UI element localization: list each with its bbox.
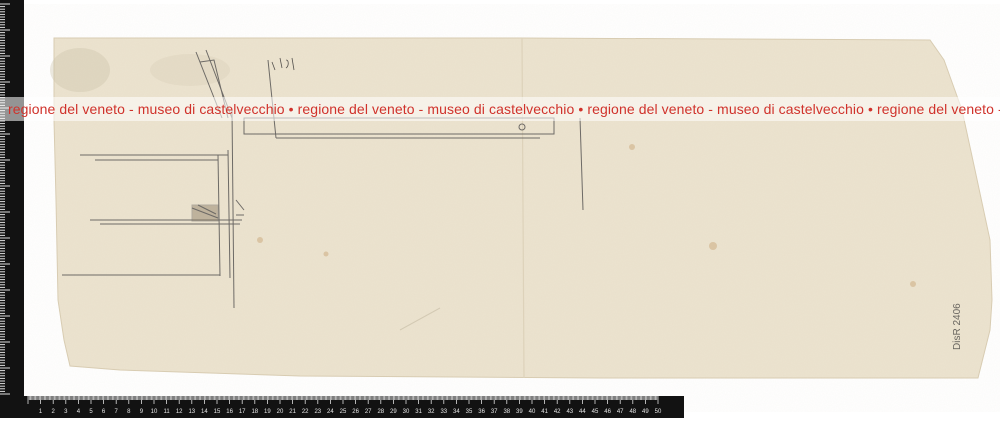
ruler-tick-label: 31 [415,409,422,415]
ruler-tick-label: 47 [617,409,624,415]
ruler-tick-label: 38 [503,409,510,415]
ruler-tick-label: 43 [566,409,573,415]
ruler-tick-label: 18 [251,409,258,415]
ruler-tick-label: 8 [127,409,131,415]
ruler-tick-label: 15 [214,409,221,415]
ruler-tick-label: 9 [140,409,144,415]
ruler-tick-label: 49 [642,409,649,415]
handwritten-note [271,57,295,71]
ruler-tick-label: 28 [377,409,384,415]
ruler-tick-label: 25 [340,409,347,415]
ruler-tick-label: 44 [579,409,586,415]
fold-line [521,37,525,379]
ruler-tick-label: 41 [541,409,548,415]
ruler-tick-label: 36 [478,409,485,415]
ruler-tick-label: 29 [390,409,397,415]
ruler-tick-label: 14 [201,409,208,415]
ruler-tick-label: 7 [115,409,119,415]
ruler-tick-label: 35 [466,409,473,415]
ruler-tick-label: 27 [365,409,372,415]
ruler-tick-label: 45 [592,409,599,415]
ruler-tick-label: 19 [264,409,271,415]
ruler-tick-label: 39 [516,409,523,415]
ruler-tick-label: 46 [604,409,611,415]
ruler-tick-label: 26 [352,409,359,415]
ruler-tick-label: 3 [64,409,68,415]
ruler-tick-label: 30 [403,409,410,415]
ruler-tick-label: 20 [277,409,284,415]
ruler-tick-label: 2 [52,409,56,415]
ruler-tick-label: 24 [327,409,334,415]
ruler-tick-label: 21 [289,409,296,415]
ruler-tick-label: 34 [453,409,460,415]
ruler-tick-label: 6 [102,409,106,415]
ruler-tick-label: 5 [89,409,93,415]
pencil-sketch [62,49,584,309]
left-measuring-ruler [0,0,24,418]
ruler-tick-label: 42 [554,409,561,415]
watermark-text: regione del veneto - museo di castelvecc… [8,101,1000,117]
watermark-banner: regione del veneto - museo di castelvecc… [0,97,1000,121]
ruler-tick-label: 12 [176,409,183,415]
ruler-tick-label: 4 [77,409,81,415]
ruler-tick-label: 50 [655,409,662,415]
ruler-tick-label: 13 [188,409,195,415]
inventory-mark: DisR 2406 [952,303,963,350]
ruler-tick-label: 33 [440,409,447,415]
ruler-tick-label: 37 [491,409,498,415]
ruler-tick-label: 11 [163,409,170,415]
ruler-tick-label: 32 [428,409,435,415]
ruler-tick-label: 40 [529,409,536,415]
ruler-tick-label: 22 [302,409,309,415]
ruler-tick-label: 48 [629,409,636,415]
ruler-tick-label: 17 [239,409,246,415]
ruler-tick-label: 10 [151,409,158,415]
ruler-tick-label: 1 [39,409,43,415]
ruler-tick-label: 16 [226,409,233,415]
ruler-tick-label: 23 [314,409,321,415]
